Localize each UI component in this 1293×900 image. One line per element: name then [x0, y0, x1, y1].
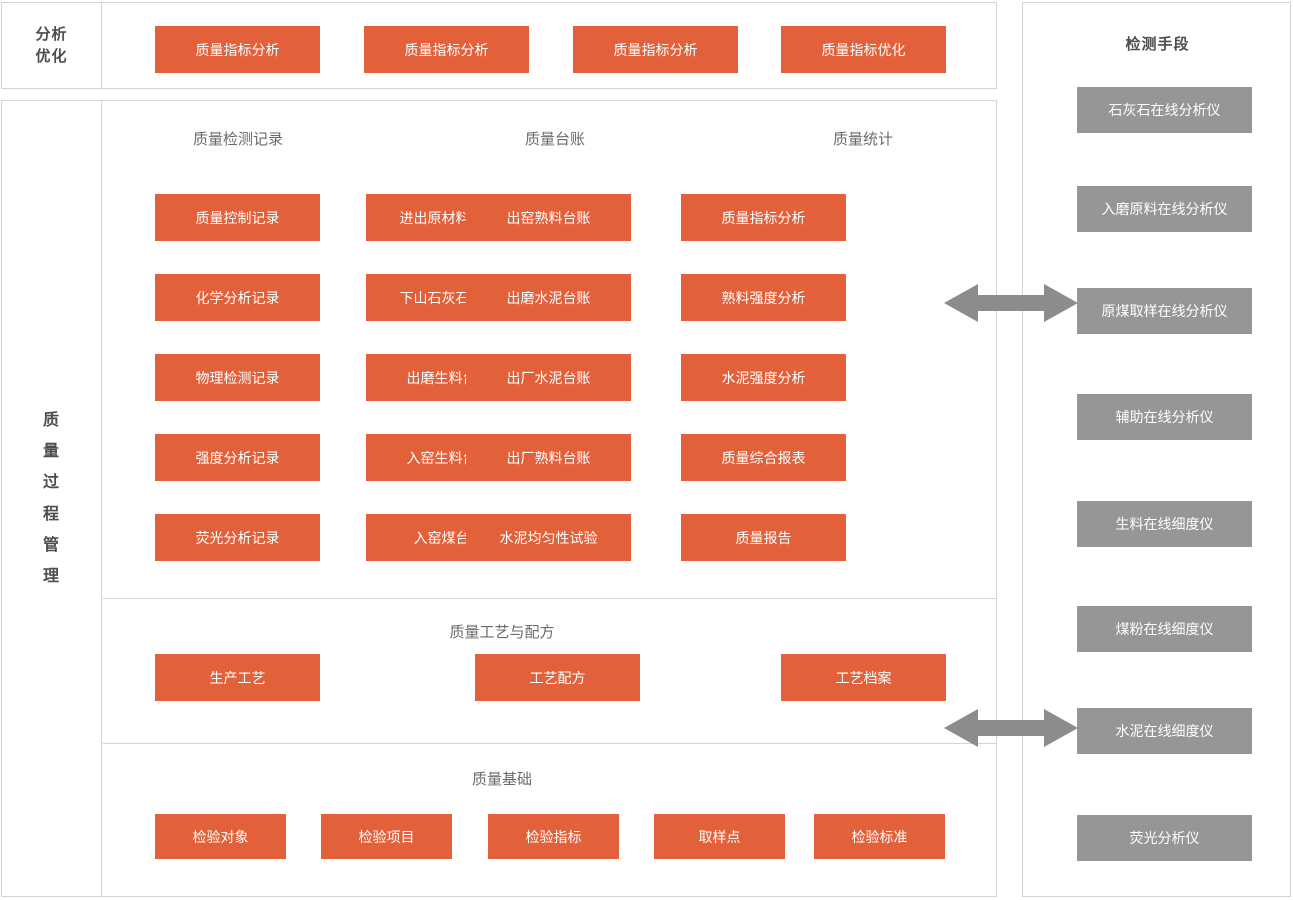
- analysis-optimization-label: 分析 优化: [2, 3, 102, 88]
- tile-inspection-object[interactable]: 检验对象: [155, 814, 286, 859]
- tile-label: 检验项目: [358, 828, 415, 845]
- tile-process-formula[interactable]: 工艺配方: [475, 654, 640, 701]
- section-title-process-and-formula: 质量工艺与配方: [449, 624, 555, 641]
- tile-label: 强度分析记录: [195, 449, 280, 466]
- tile-strength-analysis-record[interactable]: 强度分析记录: [155, 434, 320, 481]
- tile-cement-online-fineness-meter[interactable]: 水泥在线细度仪: [1077, 708, 1252, 754]
- analysis-optimization-label-line-2: 优化: [35, 47, 68, 65]
- tile-label: 质量综合报表: [721, 449, 806, 466]
- tile-label: 出窑熟料台账: [506, 209, 591, 226]
- tile-label: 工艺配方: [529, 669, 586, 686]
- tile-label: 工艺档案: [835, 669, 892, 686]
- tile-label: 质量指标分析: [195, 41, 280, 58]
- tile-sampling-point[interactable]: 取样点: [654, 814, 785, 859]
- section-divider-records: [103, 598, 997, 599]
- tile-label: 入磨原料在线分析仪: [1101, 201, 1228, 217]
- tile-label: 荧光分析仪: [1129, 830, 1200, 846]
- tile-label: 化学分析记录: [195, 289, 280, 306]
- tile-kiln-outlet-clinker-ledger[interactable]: 出窑熟料台账: [466, 194, 631, 241]
- tile-quality-comprehensive-report[interactable]: 质量综合报表: [681, 434, 846, 481]
- column-title-statistics: 质量统计: [832, 131, 893, 148]
- tile-mill-feed-online-analyzer[interactable]: 入磨原料在线分析仪: [1077, 186, 1252, 232]
- tile-label: 质量指标优化: [821, 41, 906, 58]
- tile-label: 质量指标分析: [404, 41, 489, 58]
- tile-physical-test-record[interactable]: 物理检测记录: [155, 354, 320, 401]
- vertical-title-char: 过: [42, 474, 60, 492]
- tile-raw-meal-online-fineness-meter[interactable]: 生料在线细度仪: [1077, 501, 1252, 547]
- tile-label: 石灰石在线分析仪: [1108, 102, 1221, 118]
- tile-label: 检验指标: [525, 828, 582, 845]
- lower-double-arrow-icon: [944, 709, 1078, 747]
- tile-raw-coal-sampling-online-analyzer[interactable]: 原煤取样在线分析仪: [1077, 288, 1252, 334]
- analysis-optimization-label-line-1: 分析: [35, 25, 68, 43]
- tile-coal-powder-online-fineness-meter[interactable]: 煤粉在线细度仪: [1077, 606, 1252, 652]
- tile-cement-strength-analysis[interactable]: 水泥强度分析: [681, 354, 846, 401]
- tile-shipped-cement-ledger[interactable]: 出厂水泥台账: [466, 354, 631, 401]
- tile-label: 水泥强度分析: [721, 369, 806, 386]
- detection-methods-title: 检测手段: [1125, 36, 1190, 53]
- tile-quality-index-analysis-2[interactable]: 质量指标分析: [364, 26, 529, 73]
- tile-label: 熟料强度分析: [721, 289, 806, 306]
- vertical-title-char: 质: [42, 411, 60, 429]
- tile-label: 辅助在线分析仪: [1115, 409, 1214, 425]
- tile-inspection-index[interactable]: 检验指标: [488, 814, 619, 859]
- tile-inspection-item[interactable]: 检验项目: [321, 814, 452, 859]
- tile-shipped-clinker-ledger[interactable]: 出厂熟料台账: [466, 434, 631, 481]
- tile-label: 生料在线细度仪: [1115, 516, 1214, 532]
- tile-label: 质量指标分析: [613, 41, 698, 58]
- tile-inspection-standard[interactable]: 检验标准: [814, 814, 945, 859]
- tile-label: 水泥在线细度仪: [1115, 723, 1214, 739]
- tile-label: 出厂水泥台账: [506, 369, 591, 386]
- tile-fluorescence-analyzer[interactable]: 荧光分析仪: [1077, 815, 1252, 861]
- vertical-title-char: 量: [42, 443, 60, 461]
- tile-mill-outlet-cement-ledger[interactable]: 出磨水泥台账: [466, 274, 631, 321]
- tile-label: 煤粉在线细度仪: [1115, 621, 1214, 637]
- tile-quality-index-analysis-1[interactable]: 质量指标分析: [155, 26, 320, 73]
- vertical-title-text: 质 量 过 程 管 理: [43, 405, 60, 592]
- upper-double-arrow-icon: [944, 284, 1078, 322]
- vertical-title-char: 程: [42, 505, 60, 523]
- tile-chemical-analysis-record[interactable]: 化学分析记录: [155, 274, 320, 321]
- tile-limestone-online-analyzer[interactable]: 石灰石在线分析仪: [1077, 87, 1252, 133]
- tile-fluorescence-analysis-record[interactable]: 荧光分析记录: [155, 514, 320, 561]
- tile-auxiliary-online-analyzer[interactable]: 辅助在线分析仪: [1077, 394, 1252, 440]
- tile-cement-uniformity-test[interactable]: 水泥均匀性试验: [466, 514, 631, 561]
- tile-quality-index-analysis-stat[interactable]: 质量指标分析: [681, 194, 846, 241]
- analysis-optimization-panel: 分析 优化 质量指标分析 质量指标分析 质量指标分析 质量指标优化: [1, 2, 997, 89]
- tile-label: 生产工艺: [209, 669, 266, 686]
- vertical-title-char: 管: [42, 536, 60, 554]
- tile-label: 出厂熟料台账: [506, 449, 591, 466]
- tile-label: 质量指标分析: [721, 209, 806, 226]
- section-title-quality-foundation: 质量基础: [471, 771, 532, 788]
- tile-label: 检验对象: [192, 828, 249, 845]
- tile-quality-index-analysis-3[interactable]: 质量指标分析: [573, 26, 738, 73]
- tile-label: 水泥均匀性试验: [499, 529, 598, 546]
- tile-quality-control-record[interactable]: 质量控制记录: [155, 194, 320, 241]
- tile-clinker-strength-analysis[interactable]: 熟料强度分析: [681, 274, 846, 321]
- tile-label: 荧光分析记录: [195, 529, 280, 546]
- tile-label: 质量报告: [735, 529, 792, 546]
- tile-production-process[interactable]: 生产工艺: [155, 654, 320, 701]
- tile-quality-index-optimization[interactable]: 质量指标优化: [781, 26, 946, 73]
- tile-label: 检验标准: [851, 828, 908, 845]
- tile-label: 原煤取样在线分析仪: [1101, 303, 1228, 319]
- column-title-inspection-records: 质量检测记录: [192, 131, 283, 148]
- tile-label: 取样点: [698, 828, 741, 845]
- detection-methods-panel: 检测手段 石灰石在线分析仪 入磨原料在线分析仪 原煤取样在线分析仪 辅助在线分析…: [1022, 2, 1291, 897]
- tile-label: 物理检测记录: [195, 369, 280, 386]
- tile-quality-report[interactable]: 质量报告: [681, 514, 846, 561]
- quality-process-management-panel: 质 量 过 程 管 理 质量检测记录 质量台账 质量统计 质量控制记录 化学分析…: [1, 100, 997, 897]
- tile-label: 质量控制记录: [195, 209, 280, 226]
- section-divider-process: [103, 743, 997, 744]
- vertical-title-char: 理: [42, 567, 60, 585]
- tile-label: 出磨水泥台账: [506, 289, 591, 306]
- quality-process-management-label: 质 量 过 程 管 理: [2, 101, 102, 896]
- column-title-ledger: 质量台账: [524, 131, 585, 148]
- tile-process-archive[interactable]: 工艺档案: [781, 654, 946, 701]
